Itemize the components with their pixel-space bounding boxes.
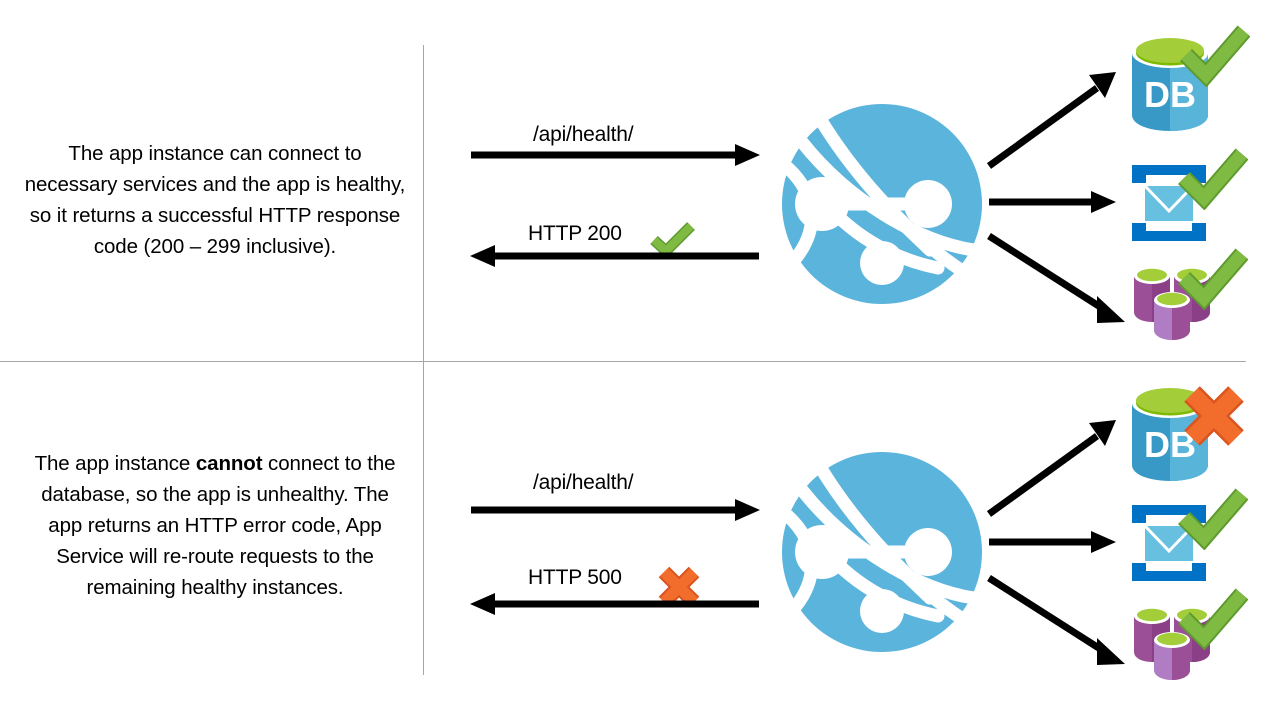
description-healthy: The app instance can connect to necessar… — [24, 138, 406, 262]
connector-arrow-db-healthy — [986, 72, 1116, 169]
request-arrow-healthy — [471, 144, 760, 166]
response-label-healthy: HTTP 200 — [528, 222, 622, 245]
request-arrow-unhealthy — [471, 499, 760, 521]
body-text: The app instance — [34, 452, 196, 475]
status-check-icon-storage-healthy — [1178, 248, 1248, 310]
status-check-icon-db-healthy — [1180, 25, 1250, 87]
response-label-unhealthy: HTTP 500 — [528, 566, 622, 589]
response-arrow-healthy — [470, 245, 759, 267]
vertical-divider — [423, 45, 424, 675]
db-caption: DB — [1144, 74, 1196, 115]
app-service-network-globe-unhealthy — [781, 452, 982, 652]
body-text: The app instance can connect to necessar… — [24, 142, 406, 258]
status-check-icon-mail-healthy — [1178, 148, 1248, 210]
request-label-unhealthy: /api/health/ — [533, 471, 634, 494]
horizontal-divider — [0, 361, 1246, 362]
connector-arrow-mail-unhealthy — [989, 531, 1116, 553]
envelope-icon-healthy — [1132, 165, 1206, 241]
response-arrow-unhealthy — [470, 593, 759, 615]
status-check-icon-storage-unhealthy — [1178, 588, 1248, 650]
db-cylinder-icon-unhealthy: DB — [1132, 388, 1208, 481]
emphasis-text: cannot — [195, 452, 263, 475]
connector-arrow-storage-healthy — [987, 233, 1125, 323]
status-check-icon-mail-unhealthy — [1178, 488, 1248, 550]
connector-arrow-mail-healthy — [989, 191, 1116, 213]
connector-arrow-storage-unhealthy — [987, 575, 1125, 665]
body-text: connect to the database, so the app is u… — [41, 452, 396, 599]
request-label-healthy: /api/health/ — [533, 123, 634, 146]
description-unhealthy: The app instance cannot connect to the d… — [24, 448, 406, 603]
app-service-network-globe-healthy — [781, 104, 982, 304]
connector-arrow-db-unhealthy — [986, 420, 1116, 517]
envelope-icon-unhealthy — [1132, 505, 1206, 581]
response-check-icon-healthy — [650, 222, 695, 256]
response-cross-icon-unhealthy — [658, 566, 700, 608]
status-cross-icon-db-unhealthy — [1184, 386, 1244, 446]
